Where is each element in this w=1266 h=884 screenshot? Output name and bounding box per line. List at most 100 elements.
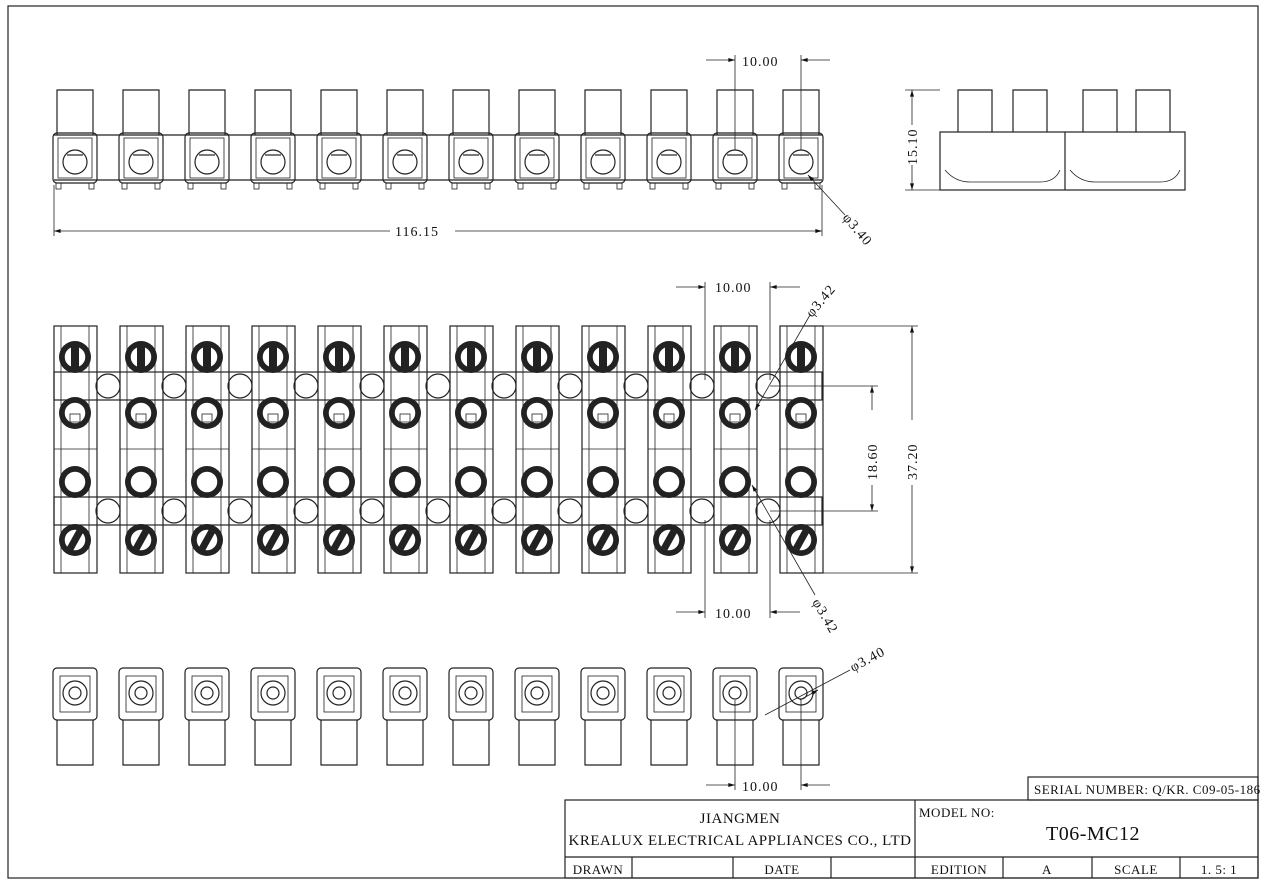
title-block	[564, 776, 1259, 879]
screw-slot	[71, 346, 79, 368]
foot	[451, 182, 458, 190]
screw-face	[723, 470, 747, 494]
foot	[715, 182, 722, 190]
terminal-housing	[52, 132, 98, 184]
screw-slot	[792, 529, 810, 551]
terminal-body	[713, 325, 758, 574]
terminal-housing	[646, 132, 692, 184]
screw-slot	[66, 529, 84, 551]
wire-sleeve	[320, 720, 358, 766]
side-sleeve	[1012, 89, 1048, 132]
screw-slot	[269, 346, 277, 368]
screw-hole	[458, 680, 484, 706]
terminal-body	[779, 325, 824, 574]
screw-slot	[132, 529, 150, 551]
screw-hole	[392, 680, 418, 706]
mounting-hole	[95, 373, 121, 399]
mounting-hole	[227, 373, 253, 399]
screw-slot	[726, 529, 744, 551]
terminal-body	[185, 325, 230, 574]
terminal-column	[779, 325, 824, 574]
screw-slot	[401, 346, 409, 368]
terminal-housing	[580, 132, 626, 184]
mounting-hole	[293, 373, 319, 399]
terminal-column	[185, 325, 253, 574]
dim-hole-mid-top: φ3.42	[804, 282, 840, 320]
screw-hole	[590, 149, 616, 175]
edition-value: A	[1042, 862, 1052, 877]
terminal-column	[317, 325, 385, 574]
scale-label: SCALE	[1114, 862, 1158, 877]
dim-pitch-top: 10.00	[742, 55, 779, 70]
clamp-square	[399, 413, 411, 423]
screw-face	[525, 470, 549, 494]
terminal-module	[316, 667, 362, 766]
screw-face	[591, 401, 615, 425]
screw-hole	[62, 149, 88, 175]
screw-face	[327, 470, 351, 494]
terminal-housing	[118, 667, 164, 721]
terminal-column	[119, 325, 187, 574]
screw-slot	[137, 346, 145, 368]
foot	[649, 182, 656, 190]
mounting-hole	[491, 373, 517, 399]
screw-face	[63, 401, 87, 425]
screw-slot	[198, 529, 216, 551]
clamp-square	[465, 413, 477, 423]
screw-hole	[458, 149, 484, 175]
terminal-column	[581, 325, 649, 574]
screw-face	[129, 401, 153, 425]
terminal-module	[580, 667, 626, 766]
terminal-housing	[448, 667, 494, 721]
foot	[418, 182, 425, 190]
clamp-frame	[453, 137, 489, 179]
screw-tip	[596, 686, 610, 700]
terminal-module	[184, 667, 230, 766]
wire-sleeve	[254, 89, 292, 135]
clamp-frame	[519, 137, 555, 179]
screw-hole	[656, 680, 682, 706]
wire-sleeve	[452, 720, 490, 766]
clamp-square	[201, 413, 213, 423]
screw-face	[327, 401, 351, 425]
terminal-body	[449, 325, 494, 574]
terminal-column	[53, 325, 121, 574]
mounting-hole	[161, 373, 187, 399]
clamp-square	[267, 413, 279, 423]
terminal-column	[647, 325, 715, 574]
terminal-module	[118, 89, 164, 190]
terminal-housing	[448, 132, 494, 184]
terminal-module	[646, 89, 692, 190]
foot	[484, 182, 491, 190]
wire-sleeve	[650, 89, 688, 135]
terminal-housing	[316, 132, 362, 184]
screw-face	[195, 401, 219, 425]
clamp-frame	[189, 137, 225, 179]
top-view	[52, 89, 824, 190]
side-view	[939, 89, 1186, 191]
terminal-module	[382, 89, 428, 190]
screw-slot	[599, 346, 607, 368]
clamp-square	[663, 413, 675, 423]
terminal-housing	[514, 667, 560, 721]
foot	[253, 182, 260, 190]
screw-face	[261, 401, 285, 425]
screw-face	[393, 401, 417, 425]
wire-sleeve	[386, 89, 424, 135]
terminal-module	[250, 89, 296, 190]
terminal-module	[514, 89, 560, 190]
company-line2: KREALUX ELECTRICAL APPLIANCES CO., LTD	[569, 833, 912, 849]
screw-face	[657, 401, 681, 425]
foot	[352, 182, 359, 190]
edition-label: EDITION	[931, 862, 987, 877]
foot	[682, 182, 689, 190]
clamp-frame	[57, 137, 93, 179]
clamp-frame	[387, 137, 423, 179]
screw-hole	[128, 149, 154, 175]
model-value: T06-MC12	[1046, 823, 1140, 845]
side-sleeve	[957, 89, 993, 132]
terminal-housing	[382, 667, 428, 721]
company-line1: JIANGMEN	[700, 811, 781, 827]
terminal-housing	[250, 667, 296, 721]
screw-slot	[467, 346, 475, 368]
